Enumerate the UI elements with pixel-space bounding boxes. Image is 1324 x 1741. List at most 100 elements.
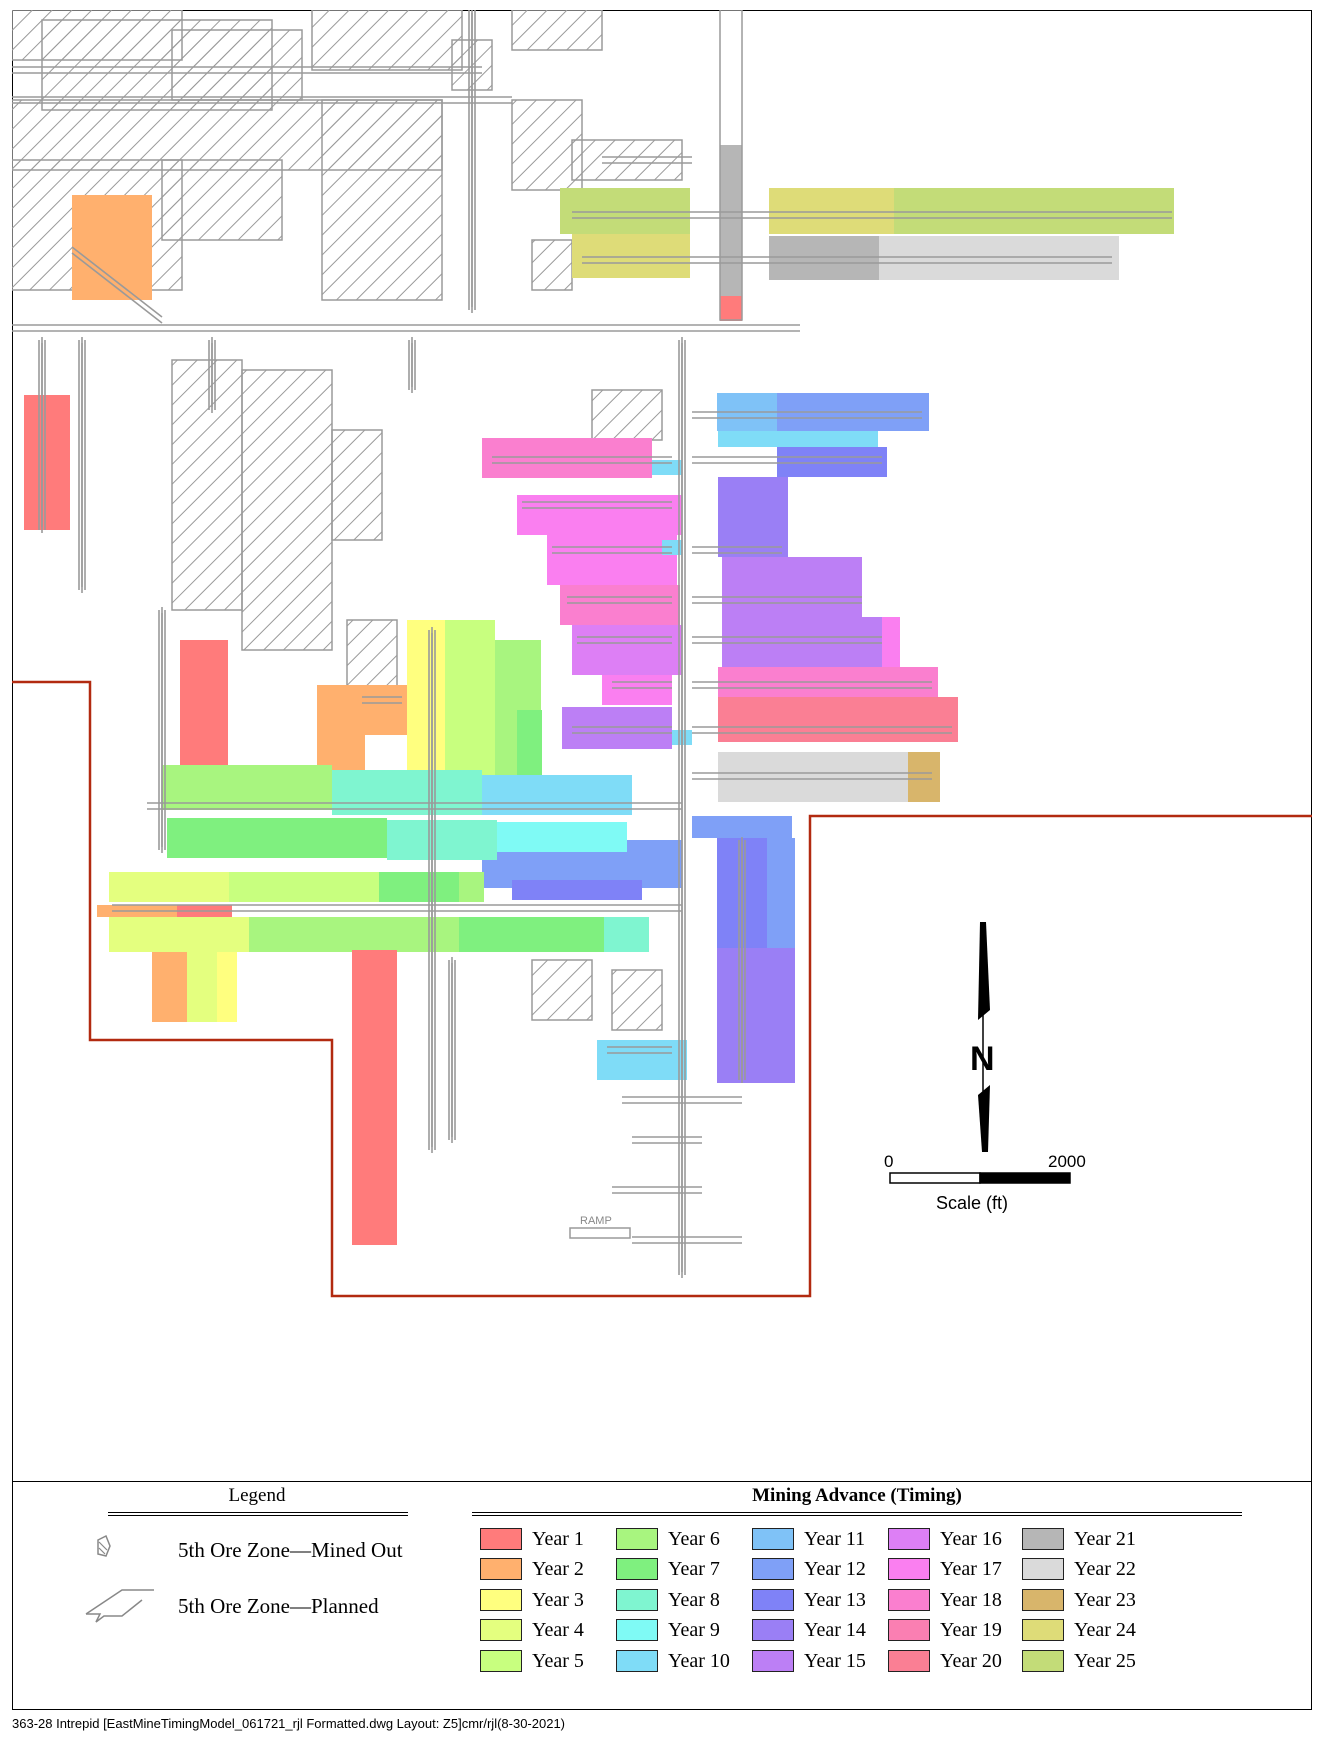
timing-swatch bbox=[752, 1619, 794, 1641]
timing-label: Year 15 bbox=[804, 1649, 866, 1672]
planned-block bbox=[387, 820, 497, 860]
north-arrow: N bbox=[970, 922, 995, 1152]
mined-out-block bbox=[511, 10, 603, 51]
timing-swatch bbox=[1022, 1589, 1064, 1611]
entry-wall bbox=[71, 246, 163, 318]
planned-block bbox=[720, 145, 742, 310]
timing-swatch bbox=[480, 1528, 522, 1550]
timing-legend-item: Year 23 bbox=[1022, 1587, 1136, 1613]
timing-legend-item: Year 13 bbox=[752, 1587, 866, 1613]
timing-label: Year 17 bbox=[940, 1557, 1002, 1580]
planned-label: 5th Ore Zone—Planned bbox=[178, 1593, 379, 1618]
drawing-reference: 363-28 Intrepid [EastMineTimingModel_061… bbox=[12, 1716, 566, 1731]
timing-legend-item: Year 4 bbox=[480, 1617, 584, 1643]
timing-legend-item: Year 17 bbox=[888, 1556, 1002, 1582]
timing-label: Year 19 bbox=[940, 1618, 1002, 1641]
timing-swatch bbox=[1022, 1528, 1064, 1550]
ramp: RAMP bbox=[569, 1215, 631, 1239]
planned-icon bbox=[82, 1586, 162, 1626]
timing-swatch bbox=[888, 1558, 930, 1580]
timing-label: Year 20 bbox=[940, 1649, 1002, 1672]
mined-out-block bbox=[571, 139, 683, 181]
scale-bar: 0 2000 Scale (ft) bbox=[884, 1152, 1086, 1213]
legend-planned: 5th Ore Zone—Planned bbox=[82, 1586, 379, 1626]
planned-block bbox=[459, 872, 484, 902]
planned-block bbox=[445, 620, 495, 780]
legend-title: Legend bbox=[228, 1485, 286, 1506]
timing-label: Year 21 bbox=[1074, 1527, 1136, 1550]
north-label: N bbox=[970, 1040, 995, 1078]
timing-label: Year 11 bbox=[804, 1527, 866, 1550]
planned-block bbox=[572, 625, 682, 675]
planned-block bbox=[332, 770, 482, 815]
planned-mining-blocks bbox=[24, 145, 1174, 1245]
planned-block bbox=[152, 952, 187, 1022]
timing-legend-item: Year 20 bbox=[888, 1648, 1002, 1674]
timing-legend-item: Year 1 bbox=[480, 1526, 584, 1552]
timing-label: Year 25 bbox=[1074, 1649, 1136, 1672]
timing-swatch bbox=[616, 1528, 658, 1550]
legend-panel: Legend Mining Advance (Timing) 5th Ore Z… bbox=[12, 1481, 1312, 1711]
timing-swatch bbox=[752, 1558, 794, 1580]
timing-legend-item: Year 22 bbox=[1022, 1556, 1136, 1582]
planned-block bbox=[167, 818, 387, 858]
timing-legend-item: Year 10 bbox=[616, 1648, 730, 1674]
planned-block bbox=[767, 838, 795, 968]
timing-legend-item: Year 12 bbox=[752, 1556, 866, 1582]
scale-tick-start: 0 bbox=[884, 1152, 893, 1171]
timing-label: Year 12 bbox=[804, 1557, 866, 1580]
planned-block bbox=[720, 296, 742, 321]
timing-legend-item: Year 8 bbox=[616, 1587, 720, 1613]
timing-label: Year 22 bbox=[1074, 1557, 1136, 1580]
timing-legend-item: Year 14 bbox=[752, 1617, 866, 1643]
timing-swatch bbox=[480, 1650, 522, 1672]
timing-label: Year 6 bbox=[668, 1527, 720, 1550]
scale-label: Scale (ft) bbox=[936, 1193, 1008, 1213]
timing-legend-item: Year 11 bbox=[752, 1526, 865, 1552]
planned-block bbox=[879, 236, 1119, 280]
timing-legend-item: Year 6 bbox=[616, 1526, 720, 1552]
mined-out-block bbox=[241, 369, 333, 651]
planned-block bbox=[882, 617, 900, 667]
planned-block bbox=[769, 188, 894, 234]
mine-entries bbox=[12, 10, 1172, 1278]
entry-wall bbox=[71, 252, 163, 324]
timing-legend-item: Year 9 bbox=[616, 1617, 720, 1643]
lease-boundary bbox=[12, 680, 1312, 1298]
timing-label: Year 24 bbox=[1074, 1618, 1136, 1641]
timing-label: Year 10 bbox=[668, 1649, 730, 1672]
planned-block bbox=[777, 447, 887, 477]
timing-swatch bbox=[616, 1619, 658, 1641]
timing-swatch bbox=[616, 1558, 658, 1580]
timing-label: Year 18 bbox=[940, 1588, 1002, 1611]
mined-out-block bbox=[321, 99, 443, 301]
timing-legend-item: Year 7 bbox=[616, 1556, 720, 1582]
planned-block bbox=[572, 234, 690, 278]
mined-out-block bbox=[531, 959, 593, 1021]
legend-rule bbox=[108, 1512, 408, 1516]
timing-swatch bbox=[888, 1619, 930, 1641]
planned-block bbox=[497, 822, 627, 852]
timing-legend-item: Year 19 bbox=[888, 1617, 1002, 1643]
timing-label: Year 16 bbox=[940, 1527, 1002, 1550]
timing-label: Year 1 bbox=[532, 1527, 584, 1550]
planned-block bbox=[560, 188, 690, 234]
planned-block bbox=[459, 917, 604, 952]
planned-block bbox=[407, 620, 445, 780]
timing-swatch bbox=[1022, 1619, 1064, 1641]
timing-swatch bbox=[1022, 1650, 1064, 1672]
timing-legend-item: Year 2 bbox=[480, 1556, 584, 1582]
planned-block bbox=[769, 236, 879, 280]
timing-legend-item: Year 24 bbox=[1022, 1617, 1136, 1643]
timing-label: Year 5 bbox=[532, 1649, 584, 1672]
planned-block bbox=[597, 1040, 687, 1080]
planned-block bbox=[692, 816, 792, 838]
timing-swatch bbox=[480, 1558, 522, 1580]
mined-out-block bbox=[171, 359, 243, 611]
planned-block bbox=[109, 872, 229, 902]
planned-block bbox=[217, 952, 237, 1022]
planned-block bbox=[908, 752, 940, 802]
timing-label: Year 4 bbox=[532, 1618, 584, 1641]
timing-legend-item: Year 16 bbox=[888, 1526, 1002, 1552]
